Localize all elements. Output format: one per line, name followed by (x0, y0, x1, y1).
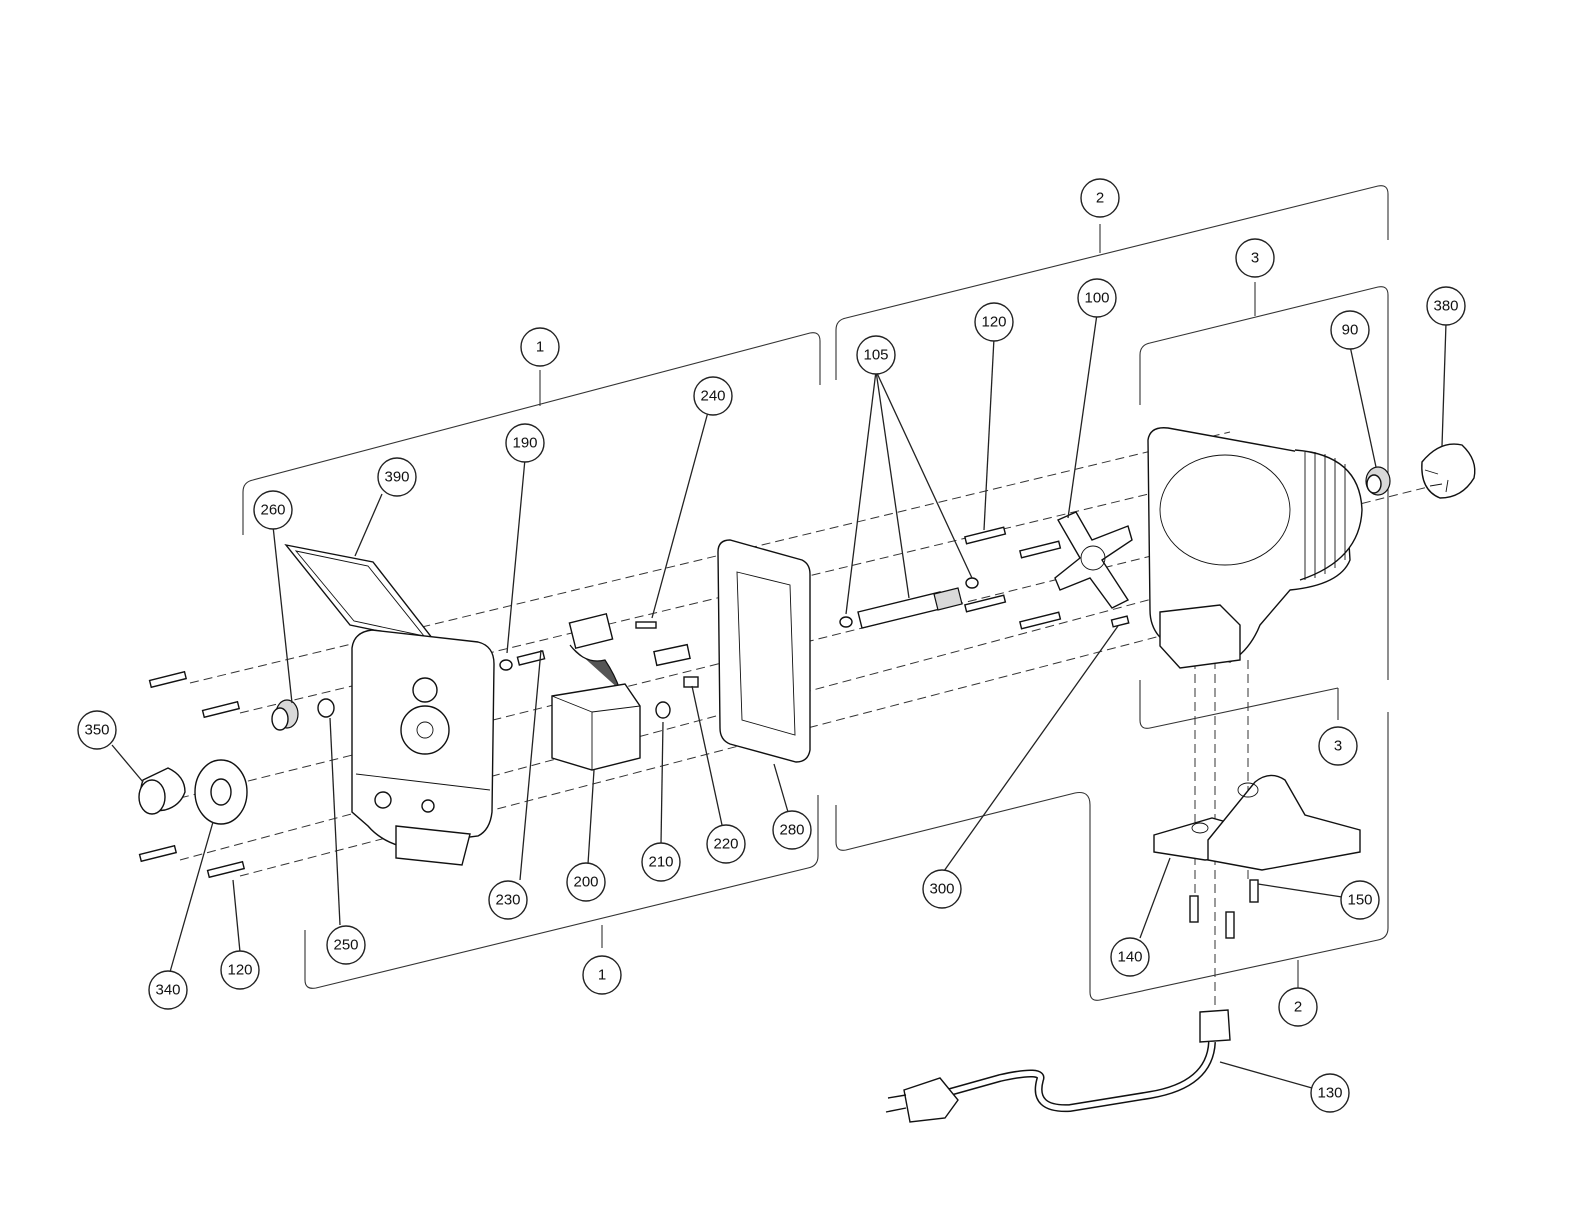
callout-label: 340 (155, 982, 180, 999)
callout-label: 380 (1433, 298, 1458, 315)
power-cord-130 (886, 1010, 1230, 1122)
screws-150 (1190, 880, 1258, 938)
callout-380: 380 (1427, 287, 1465, 325)
nut-210 (656, 702, 670, 718)
callout-3-top: 3 (1236, 239, 1274, 277)
callout-1-bottom: 1 (583, 956, 621, 994)
callout-label: 390 (384, 469, 409, 486)
base-140 (1154, 775, 1360, 870)
callout-label: 2 (1294, 999, 1302, 1016)
callout-190: 190 (506, 424, 544, 462)
callout-label: 200 (573, 874, 598, 891)
callout-label: 1 (598, 967, 606, 984)
callout-label: 260 (260, 502, 285, 519)
bracket-group-3-bottom (1140, 680, 1338, 728)
lid-390 (286, 545, 436, 643)
pin-190 (500, 651, 545, 670)
callout-210: 210 (642, 843, 680, 881)
callout-label: 210 (648, 854, 673, 871)
callout-120-top: 120 (975, 303, 1013, 341)
callout-230: 230 (489, 881, 527, 919)
callout-label: 150 (1347, 892, 1372, 909)
callout-label: 250 (333, 937, 358, 954)
callout-150: 150 (1341, 881, 1379, 919)
callout-label: 120 (227, 962, 252, 979)
callout-label: 280 (779, 822, 804, 839)
gasket-280 (718, 540, 810, 762)
callout-390: 390 (378, 458, 416, 496)
module-200 (552, 684, 640, 770)
callout-2-top: 2 (1081, 179, 1119, 217)
callout-280: 280 (773, 811, 811, 849)
callout-label: 130 (1317, 1085, 1342, 1102)
callout-label: 190 (512, 435, 537, 452)
callout-130: 130 (1311, 1074, 1349, 1112)
callout-120-bottom: 120 (221, 951, 259, 989)
callout-label: 240 (700, 388, 725, 405)
callout-220: 220 (707, 825, 745, 863)
callout-350: 350 (78, 711, 116, 749)
callout-90: 90 (1331, 311, 1369, 349)
callout-3-bottom: 3 (1319, 727, 1357, 765)
callout-340: 340 (149, 971, 187, 1009)
callout-label: 3 (1334, 738, 1342, 755)
front-housing (352, 630, 494, 865)
callout-label: 300 (929, 881, 954, 898)
shaft-105 (840, 578, 978, 628)
callout-label: 140 (1117, 949, 1142, 966)
callout-140: 140 (1111, 938, 1149, 976)
callout-240: 240 (694, 377, 732, 415)
pump-body (1148, 428, 1362, 668)
callout-label: 1 (536, 339, 544, 356)
impeller-380 (1422, 444, 1475, 498)
washer-250 (318, 699, 334, 717)
knob-350 (139, 768, 185, 814)
mounting-bracket-100 (1055, 512, 1132, 608)
bracket-group-2-top (836, 186, 1388, 380)
dial-plate-340 (195, 760, 247, 824)
callout-label: 2 (1096, 190, 1104, 207)
callout-label: 3 (1251, 250, 1259, 267)
callout-label: 120 (981, 314, 1006, 331)
callout-label: 220 (713, 836, 738, 853)
callout-2-bottom: 2 (1279, 988, 1317, 1026)
callout-250: 250 (327, 926, 365, 964)
callout-label: 230 (495, 892, 520, 909)
callout-100: 100 (1078, 279, 1116, 317)
callout-260: 260 (254, 491, 292, 529)
callout-label: 90 (1342, 322, 1359, 339)
callout-200: 200 (567, 863, 605, 901)
callout-label: 350 (84, 722, 109, 739)
seal-90 (1366, 467, 1390, 495)
clip-220 (654, 645, 698, 687)
callout-105: 105 (857, 336, 895, 374)
circuit-board-240 (569, 614, 656, 690)
callout-label: 105 (863, 347, 888, 364)
callout-1-top: 1 (521, 328, 559, 366)
callout-label: 100 (1084, 290, 1109, 307)
callout-300: 300 (923, 870, 961, 908)
